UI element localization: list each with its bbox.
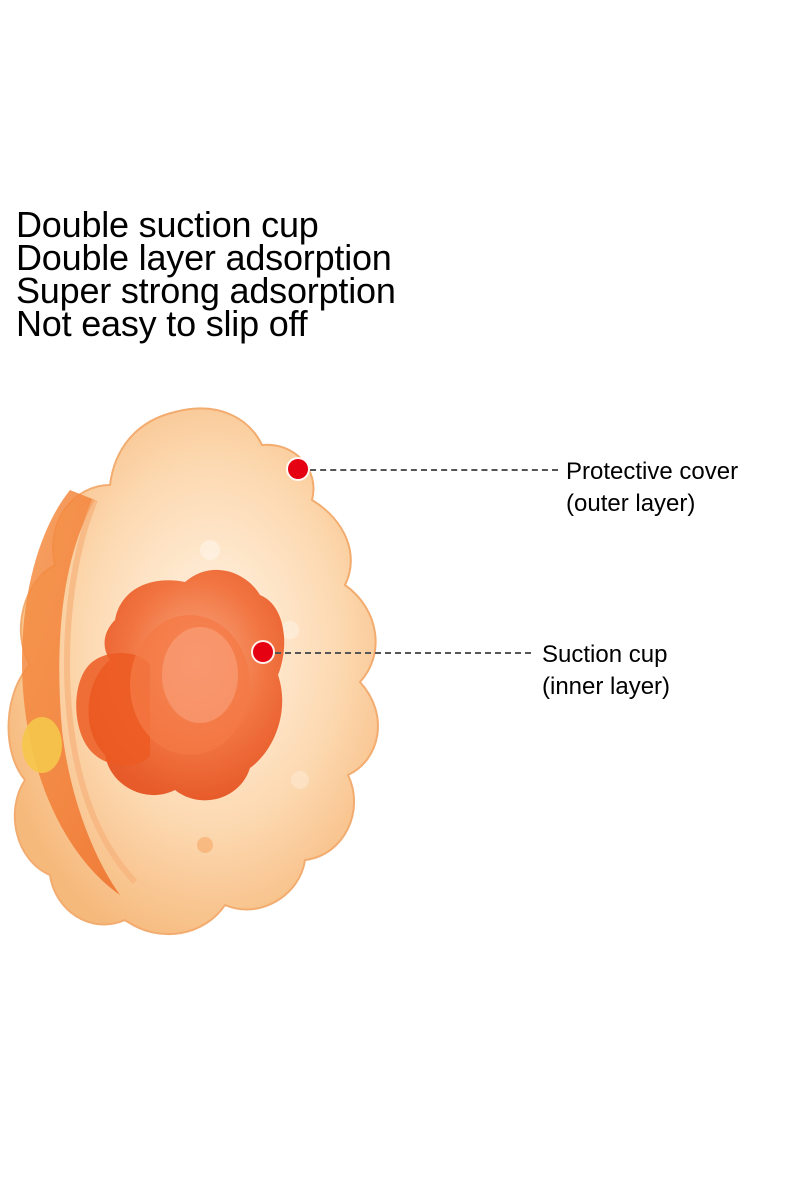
headline-line-4: Not easy to slip off — [16, 303, 308, 344]
headline-line-1: Double suction cup — [16, 204, 319, 245]
nipple-shield-illustration — [7, 407, 379, 936]
base-nub-shape — [22, 717, 62, 773]
outer-rim-shape — [22, 490, 120, 895]
outer-layer-title: Protective cover — [566, 458, 739, 485]
headline-line-2: Double layer adsorption — [16, 237, 392, 278]
outer-layer-subtitle: (outer layer) — [566, 490, 696, 517]
inner-layer-label: Suction cup (inner layer) — [542, 639, 670, 703]
inner-layer-title: Suction cup — [542, 641, 668, 668]
inner-layer-subtitle: (inner layer) — [542, 673, 671, 700]
headline-line-3: Super strong adsorption — [16, 270, 396, 311]
outer-layer-label: Protective cover (outer layer) — [566, 456, 738, 520]
outer-layer-leader-line — [300, 469, 558, 471]
red-dot-icon — [253, 642, 273, 662]
inner-layer-leader-line — [265, 652, 531, 654]
red-dot-icon — [288, 459, 308, 479]
headline: Double suction cup Double layer adsorpti… — [16, 204, 396, 344]
